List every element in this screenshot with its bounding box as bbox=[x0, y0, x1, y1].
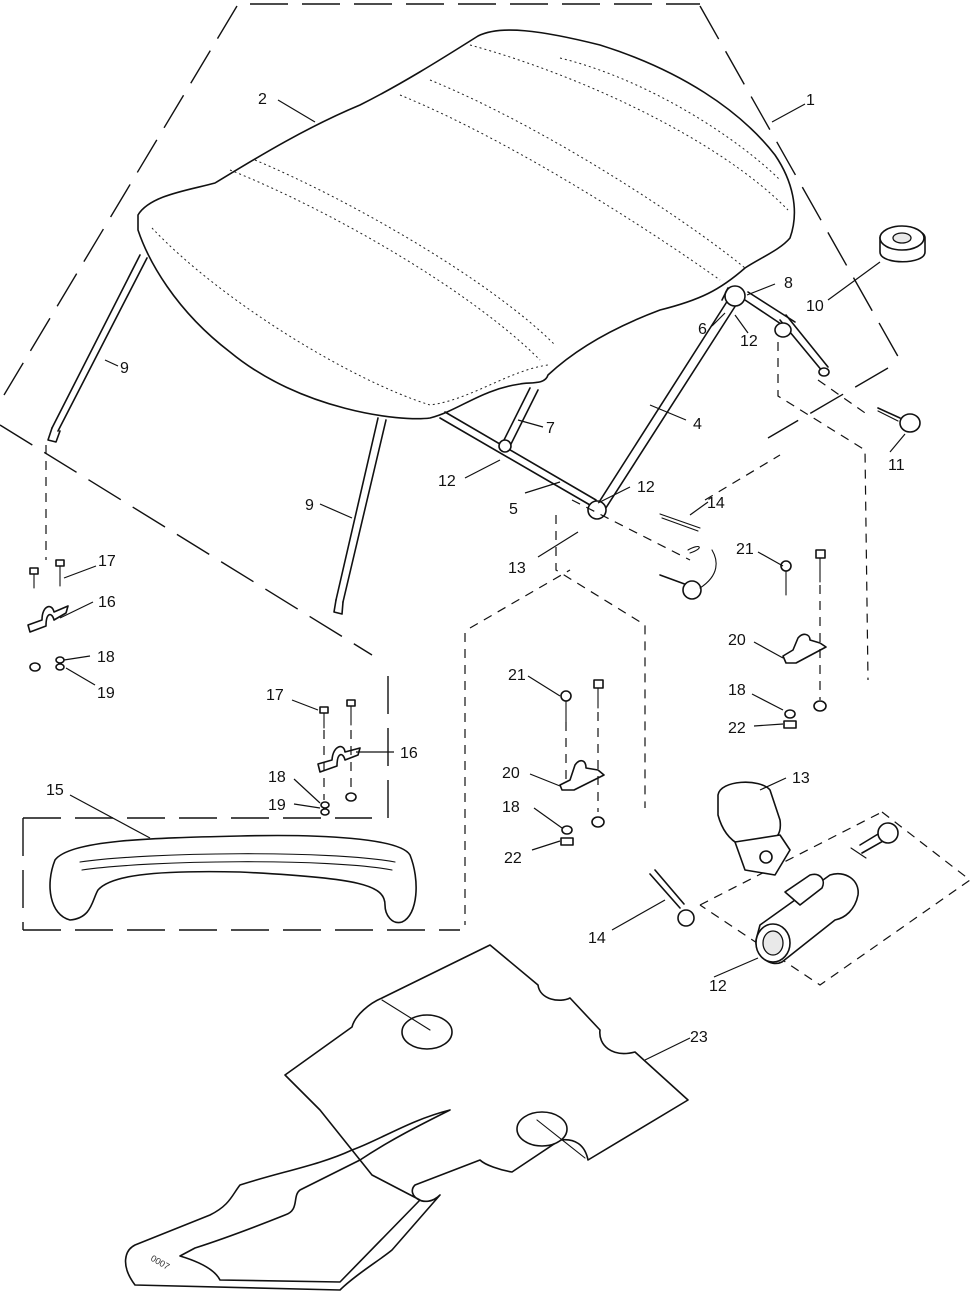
windshield-frame-outline bbox=[22, 676, 460, 931]
leader-lines bbox=[59, 99, 906, 1061]
callout-5: 5 bbox=[509, 501, 518, 518]
callout-12-a: 12 bbox=[740, 333, 758, 350]
callout-18-d: 18 bbox=[728, 682, 746, 699]
callout-labels: 1 2 4 5 6 7 8 9 9 10 11 12 12 12 12 13 1… bbox=[46, 91, 905, 1046]
end-cap-10 bbox=[774, 225, 926, 377]
callout-23: 23 bbox=[690, 1029, 708, 1046]
callout-20-b: 20 bbox=[728, 632, 746, 649]
callout-9-rear: 9 bbox=[120, 360, 129, 377]
pin-11 bbox=[877, 407, 921, 433]
callout-4: 4 bbox=[693, 416, 702, 433]
callout-14-a: 14 bbox=[707, 495, 725, 512]
guide-lines-upper bbox=[45, 342, 869, 925]
callout-21-b: 21 bbox=[736, 541, 754, 558]
callout-2: 2 bbox=[258, 91, 267, 108]
callout-11: 11 bbox=[888, 457, 905, 474]
callout-16-b: 16 bbox=[400, 745, 418, 762]
callout-19-b: 19 bbox=[268, 797, 286, 814]
callout-16-a: 16 bbox=[98, 594, 116, 611]
hardware-right bbox=[780, 549, 827, 729]
hardware-center bbox=[559, 679, 605, 846]
callout-9-front: 9 bbox=[305, 497, 314, 514]
hardware-mid-left bbox=[317, 699, 361, 816]
callout-20-a: 20 bbox=[502, 765, 520, 782]
frame-bows bbox=[47, 254, 796, 615]
callout-18-b: 18 bbox=[268, 769, 286, 786]
callout-6: 6 bbox=[698, 321, 707, 338]
phantom-outline-top bbox=[0, 3, 901, 656]
callout-13-a: 13 bbox=[508, 560, 526, 577]
callout-12-b: 12 bbox=[438, 473, 456, 490]
hardware-left bbox=[27, 559, 69, 672]
bow-15 bbox=[49, 834, 417, 924]
callout-13-b: 13 bbox=[792, 770, 810, 787]
callout-18-c: 18 bbox=[502, 799, 520, 816]
callout-14-b: 14 bbox=[588, 930, 606, 947]
callout-19-a: 19 bbox=[97, 685, 115, 702]
callout-15: 15 bbox=[46, 782, 64, 799]
callout-7: 7 bbox=[546, 420, 555, 437]
storage-boot-23: 0007 bbox=[124, 944, 689, 1291]
callout-21-a: 21 bbox=[508, 667, 526, 684]
callout-17-a: 17 bbox=[98, 553, 116, 570]
callout-1: 1 bbox=[806, 92, 815, 109]
callout-17-b: 17 bbox=[266, 687, 284, 704]
bimini-canopy bbox=[137, 29, 796, 420]
callout-12-c: 12 bbox=[637, 479, 655, 496]
callout-22-a: 22 bbox=[504, 850, 522, 867]
callout-8: 8 bbox=[784, 275, 793, 292]
callout-12-d: 12 bbox=[709, 978, 727, 995]
quick-pin-14-upper bbox=[659, 513, 717, 600]
hinge-detail-inset bbox=[649, 781, 972, 986]
callout-22-b: 22 bbox=[728, 720, 746, 737]
callout-10: 10 bbox=[806, 298, 824, 315]
callout-18-a: 18 bbox=[97, 649, 115, 666]
